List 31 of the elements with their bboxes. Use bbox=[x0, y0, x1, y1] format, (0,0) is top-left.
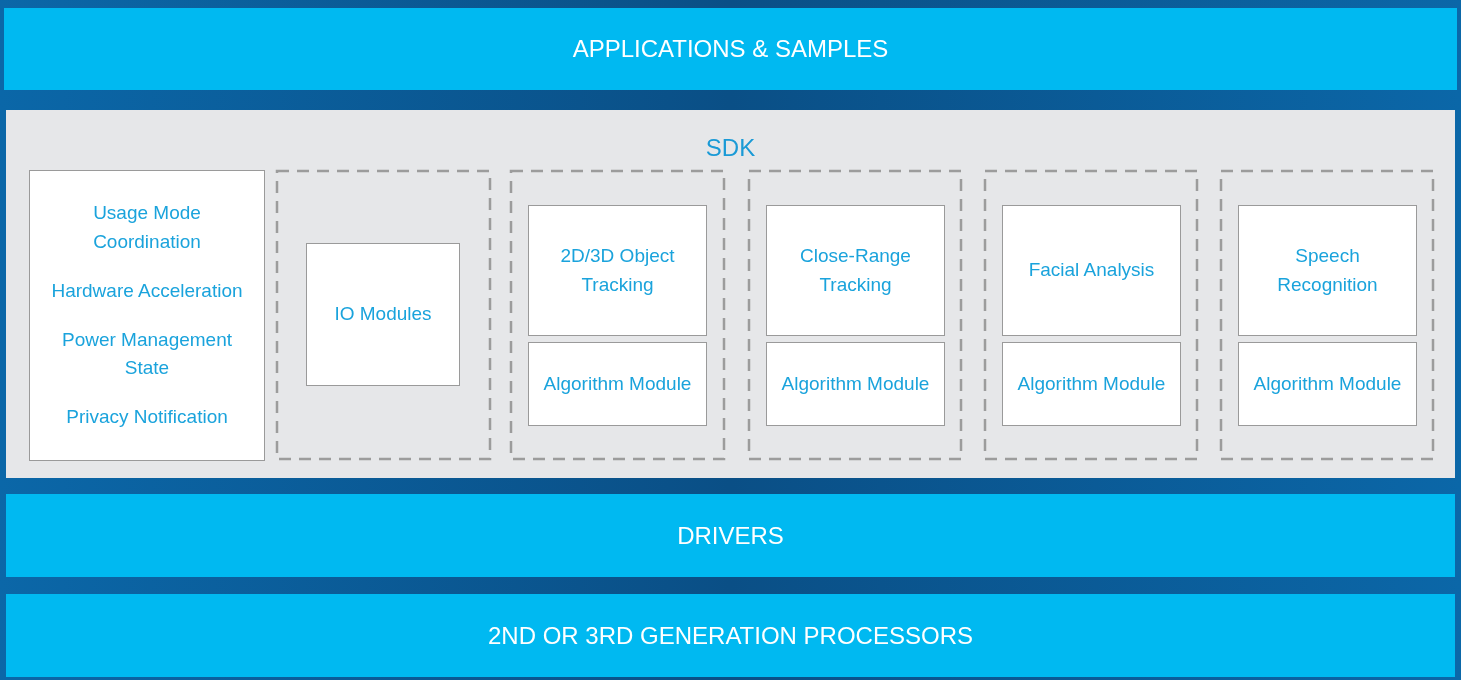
layer-bar bbox=[6, 594, 1455, 677]
module-box bbox=[1238, 342, 1417, 426]
sdk-panel bbox=[6, 110, 1455, 478]
node-label: SDK bbox=[705, 133, 756, 163]
node-label: 2D/3D Object Tracking bbox=[559, 244, 676, 297]
module-box bbox=[1002, 205, 1181, 336]
node-label: 2ND OR 3RD GENERATION PROCESSORS bbox=[488, 620, 973, 651]
module-box bbox=[306, 243, 460, 386]
node-label: Usage Mode Coordination bbox=[92, 201, 202, 254]
node-label: Algorithm Module bbox=[1253, 371, 1402, 396]
node-label: Facial Analysis bbox=[1028, 258, 1155, 283]
module-box bbox=[1238, 205, 1417, 336]
node-label: Algorithm Module bbox=[543, 371, 692, 396]
node-label: IO Modules bbox=[334, 302, 432, 327]
node-label: APPLICATIONS & SAMPLES bbox=[572, 34, 889, 64]
feature-box bbox=[29, 170, 265, 461]
layer-bar bbox=[6, 494, 1455, 577]
node-label: Hardware Acceleration bbox=[51, 278, 243, 303]
node-label: DRIVERS bbox=[677, 520, 784, 551]
node-label: Close-Range Tracking bbox=[799, 244, 912, 297]
layer-bar bbox=[4, 8, 1457, 90]
module-box bbox=[766, 342, 945, 426]
module-box bbox=[766, 205, 945, 336]
node-label: Speech Recognition bbox=[1276, 244, 1379, 297]
node-label: Privacy Notification bbox=[66, 405, 228, 430]
node-label: Algorithm Module bbox=[781, 371, 930, 396]
node-label: Power Management State bbox=[60, 327, 233, 381]
module-box bbox=[1002, 342, 1181, 426]
module-box bbox=[528, 205, 707, 336]
node-label: Algorithm Module bbox=[1017, 371, 1166, 396]
module-box bbox=[528, 342, 707, 426]
